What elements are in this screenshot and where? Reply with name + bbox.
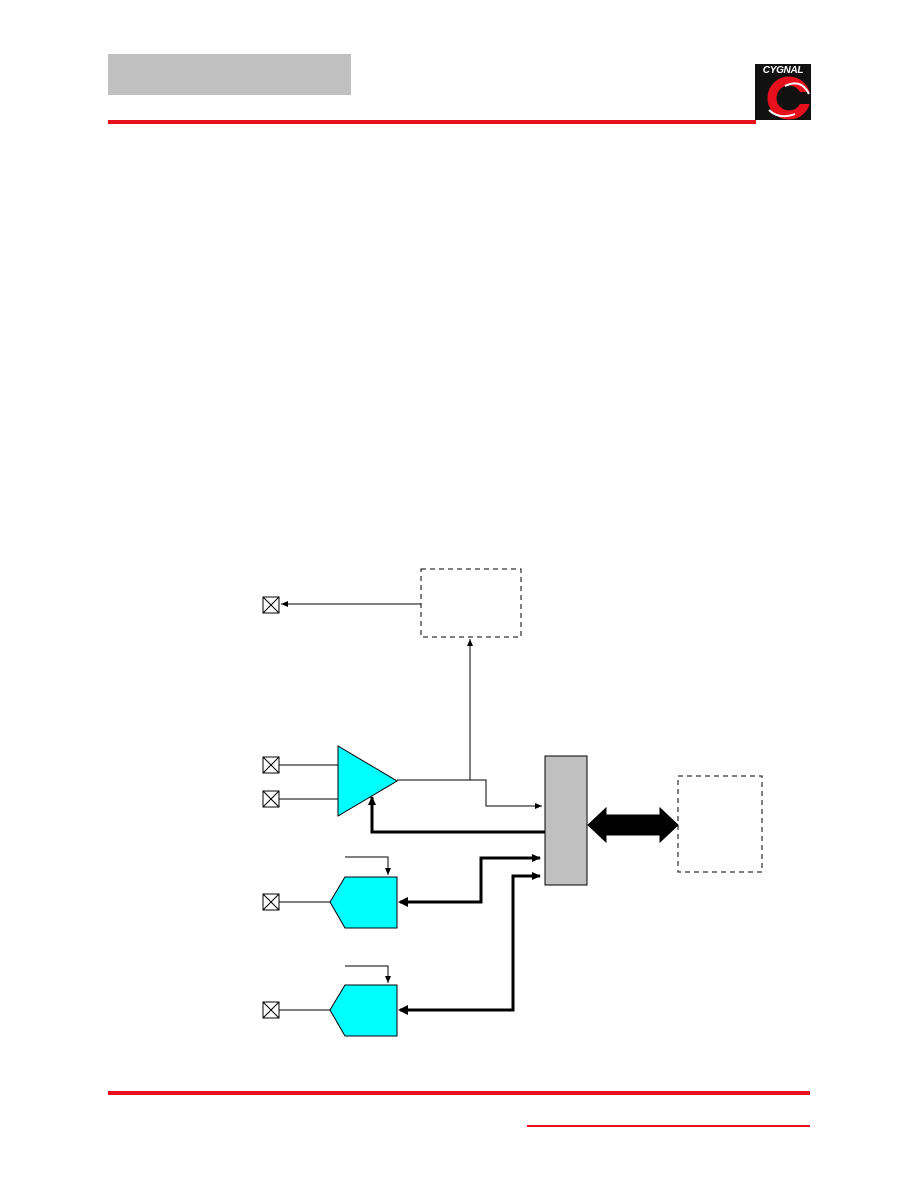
bus-connector	[400, 872, 541, 1012]
footer-rule	[108, 1091, 810, 1095]
header-rule	[108, 120, 756, 124]
converter-block	[329, 876, 398, 929]
logo-text: CYGNAL	[762, 65, 804, 76]
pin-icon	[262, 756, 280, 774]
bus-connector	[368, 796, 545, 834]
pin-icon	[262, 790, 280, 808]
bus-arrowhead	[398, 897, 408, 907]
pin-icon	[262, 893, 280, 911]
connector-line	[345, 856, 391, 875]
footer-underline	[527, 1125, 810, 1127]
bus-connector	[400, 854, 541, 904]
connector-line	[397, 779, 542, 809]
pin-icon	[262, 1001, 280, 1019]
dashed-block-top	[420, 568, 522, 638]
header-title-box	[108, 54, 351, 95]
comparator-triangle	[337, 745, 398, 817]
cygnal-logo: CYGNAL	[755, 64, 813, 120]
logo-icon	[755, 64, 813, 120]
pin-icon	[262, 596, 280, 614]
converter-block	[329, 984, 398, 1037]
connector-line	[345, 965, 391, 983]
bus-arrowhead	[398, 1005, 408, 1015]
bidirectional-bus-arrow	[587, 806, 679, 844]
bus-block	[544, 755, 588, 886]
dashed-block-right	[677, 775, 763, 873]
